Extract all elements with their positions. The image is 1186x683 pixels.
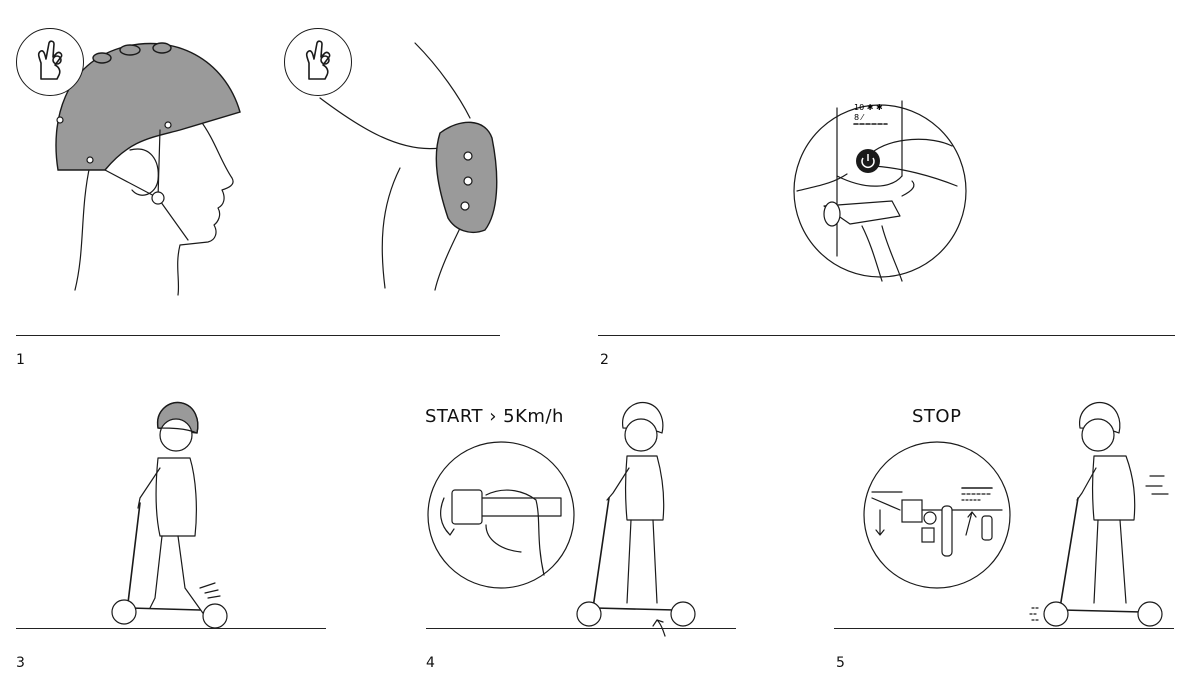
- step-4-number: 4: [426, 655, 436, 671]
- brake-illustration: [863, 441, 1011, 589]
- step-1-number: 1: [16, 352, 26, 368]
- step-5-caption: STOP: [912, 406, 962, 427]
- power-on-illustration: 10 ✱ ✱ 8 ⁄: [793, 100, 967, 282]
- throttle-illustration: [427, 441, 575, 589]
- svg-text:10 ✱ ✱: 10 ✱ ✱: [854, 103, 883, 112]
- step-2-rule: [598, 335, 1175, 336]
- step-3-rule: [16, 628, 326, 629]
- step-4-rule: [426, 628, 736, 629]
- brake-lever-icon: [871, 491, 923, 523]
- ok-hand-badge-2: [284, 28, 352, 96]
- elbow-pad-illustration: [319, 42, 498, 291]
- step-2-number: 2: [600, 352, 610, 368]
- ok-hand-icon: [305, 40, 331, 80]
- step-5-rule: [834, 628, 1174, 629]
- throttle-icon: [451, 489, 562, 525]
- step-5-number: 5: [836, 655, 846, 671]
- svg-text:8 ⁄: 8 ⁄: [854, 113, 865, 122]
- rider-brake-illustration: [1029, 401, 1169, 627]
- power-button-icon: [861, 154, 875, 168]
- step-1-rule: [16, 335, 500, 336]
- rider-kick-start-illustration: [111, 401, 228, 629]
- step-3-number: 3: [16, 655, 26, 671]
- rider-accelerate-illustration: [576, 401, 696, 637]
- ok-hand-badge-1: [16, 28, 84, 96]
- ok-hand-icon: [37, 40, 63, 80]
- helmet-illustration: [55, 42, 241, 296]
- step-4-caption: START › 5Km/h: [425, 406, 564, 427]
